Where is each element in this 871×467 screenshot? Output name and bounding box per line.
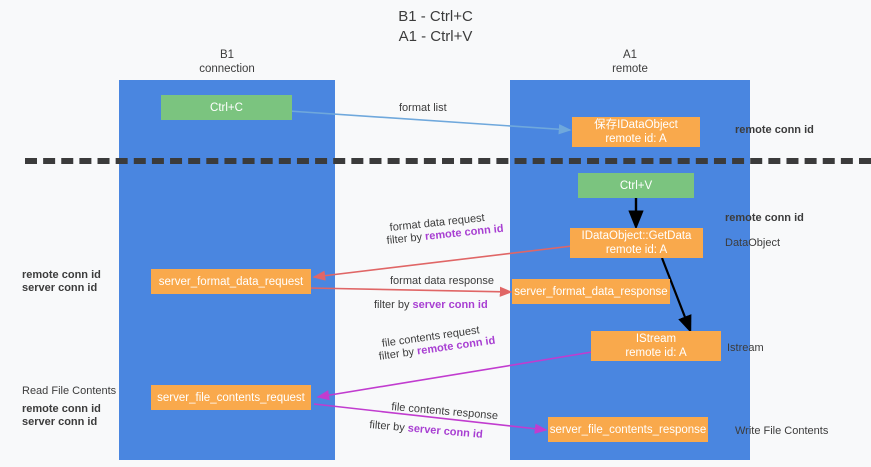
box-istream-line1: IStream bbox=[635, 333, 677, 345]
anno-filter-remote-1-prefix: filter by bbox=[386, 230, 426, 247]
box-istream[interactable]: IStream remote id: A bbox=[591, 331, 721, 361]
anno-format-data-response: format data response bbox=[390, 275, 494, 287]
column-header-a1: A1 remote bbox=[510, 48, 750, 76]
box-ctrl-c[interactable]: Ctrl+C bbox=[161, 95, 292, 120]
box-server-file-contents-response[interactable]: server_file_contents_response bbox=[548, 417, 708, 442]
box-server-format-data-request[interactable]: server_format_data_request bbox=[151, 269, 311, 294]
box-server-file-contents-request-label: server_file_contents_request bbox=[157, 391, 305, 404]
side-label-remote-conn-id-top: remote conn id bbox=[735, 124, 814, 136]
column-header-a1-name: A1 bbox=[622, 49, 638, 61]
phase-divider bbox=[25, 158, 871, 164]
box-server-format-data-response-label: server_format_data_response bbox=[514, 285, 668, 298]
side-label-read-file-contents: Read File Contents bbox=[22, 385, 117, 397]
anno-filter-server-2-prefix: filter by bbox=[368, 418, 409, 435]
box-save-idataobject-line1: 保存IDataObject bbox=[594, 119, 678, 131]
anno-filter-server-1: filter by server conn id bbox=[374, 298, 488, 313]
column-header-b1: B1 connection bbox=[119, 48, 335, 76]
anno-filter-server-2-key: server conn id bbox=[407, 422, 484, 441]
box-server-format-data-request-label: server_format_data_request bbox=[158, 275, 304, 288]
box-idataobject-getdata[interactable]: IDataObject::GetData remote id: A bbox=[570, 228, 703, 258]
anno-format-list: format list bbox=[399, 102, 447, 114]
anno-filter-server-1-key: server conn id bbox=[412, 299, 488, 311]
column-header-a1-role: remote bbox=[612, 63, 648, 75]
title-line-1: B1 - Ctrl+C bbox=[398, 8, 473, 25]
box-save-idataobject-line2: remote id: A bbox=[605, 133, 667, 145]
box-ctrl-v-label: Ctrl+V bbox=[619, 179, 653, 192]
box-server-format-data-response[interactable]: server_format_data_response bbox=[512, 279, 670, 304]
side-label-write-file-contents: Write File Contents bbox=[735, 425, 829, 437]
page-title: B1 - Ctrl+C A1 - Ctrl+V bbox=[0, 7, 871, 47]
box-server-file-contents-request[interactable]: server_file_contents_request bbox=[151, 385, 311, 410]
box-idataobject-getdata-line1: IDataObject::GetData bbox=[581, 230, 692, 242]
side-label-left-remote-conn-id: remote conn id bbox=[22, 269, 101, 281]
side-label-left-server-conn-id: server conn id bbox=[22, 282, 98, 294]
side-label-left-remote-conn-id-2: remote conn id bbox=[22, 403, 101, 415]
anno-filter-server-2: filter by server conn id bbox=[369, 418, 484, 443]
anno-filter-remote-2-prefix: filter by bbox=[378, 345, 418, 363]
box-ctrl-v[interactable]: Ctrl+V bbox=[578, 173, 694, 198]
column-header-b1-role: connection bbox=[199, 63, 255, 75]
side-label-dataobject: DataObject bbox=[725, 237, 781, 249]
box-ctrl-c-label: Ctrl+C bbox=[210, 101, 243, 114]
box-idataobject-getdata-line2: remote id: A bbox=[605, 244, 668, 256]
anno-filter-server-1-prefix: filter by bbox=[374, 299, 413, 311]
box-save-idataobject[interactable]: 保存IDataObject remote id: A bbox=[572, 117, 700, 147]
side-label-left-server-conn-id-2: server conn id bbox=[22, 416, 98, 428]
title-line-2: A1 - Ctrl+V bbox=[398, 28, 473, 45]
box-server-file-contents-response-label: server_file_contents_response bbox=[549, 423, 707, 436]
box-istream-line2: remote id: A bbox=[625, 347, 687, 359]
side-label-remote-conn-id-mid: remote conn id bbox=[725, 212, 804, 224]
side-label-istream: Istream bbox=[727, 342, 764, 354]
column-header-b1-name: B1 bbox=[219, 49, 235, 61]
